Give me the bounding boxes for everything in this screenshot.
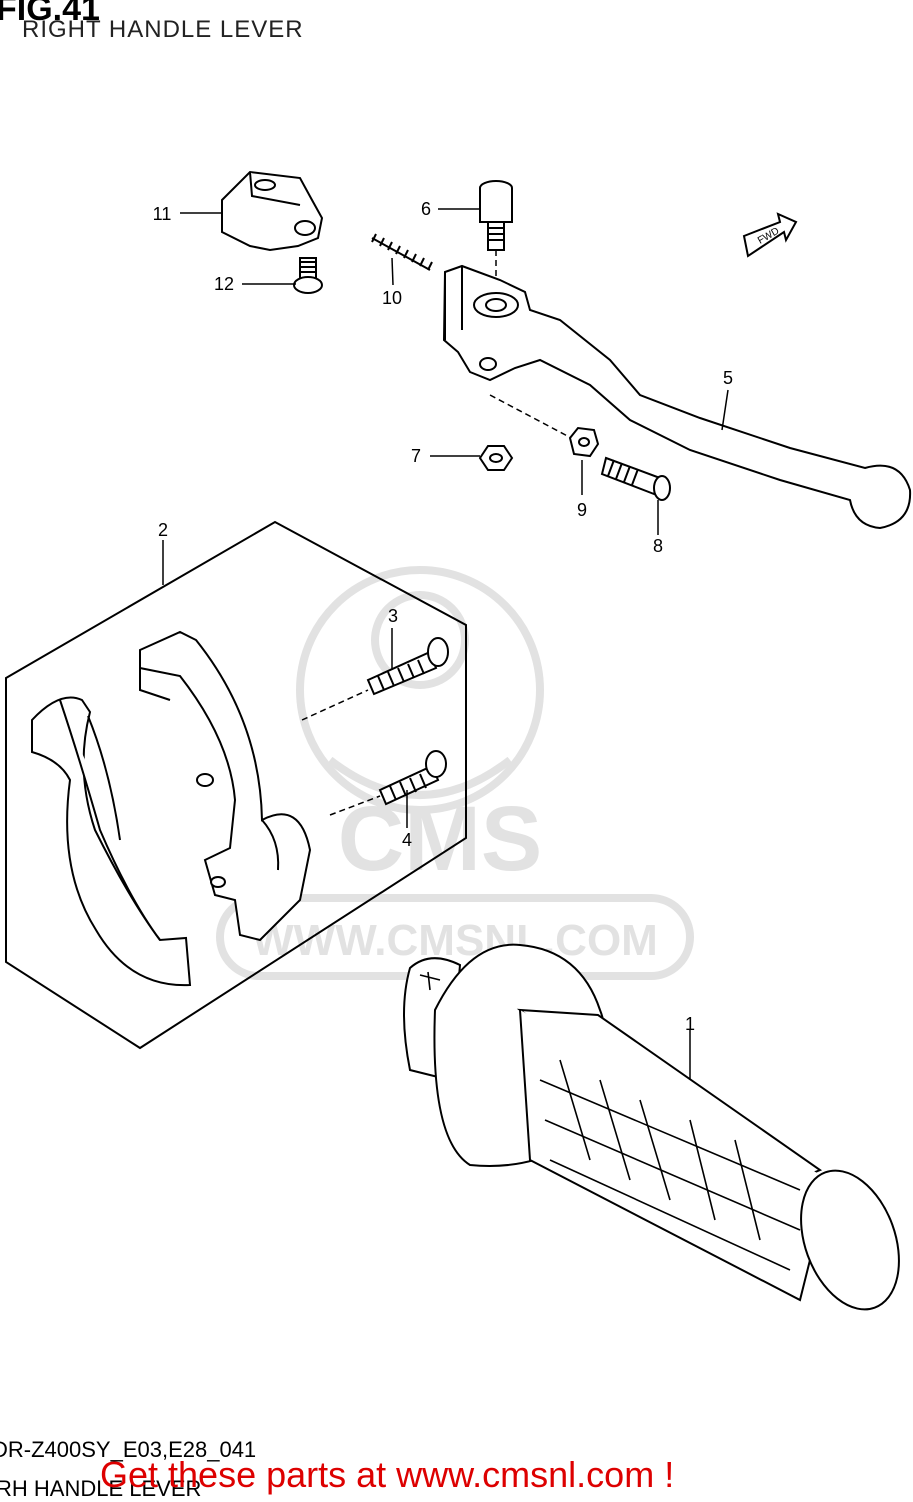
grip-pattern [539, 1059, 801, 1271]
callout-4: 4 [402, 830, 412, 850]
part-7-nut [478, 445, 514, 471]
callout-7: 7 [411, 446, 421, 466]
callout-6: 6 [421, 199, 431, 219]
part-1-grip [403, 943, 900, 1311]
fwd-arrow-icon [742, 212, 798, 258]
footer-section-name: RH HANDLE LEVER [0, 1476, 202, 1501]
callout-9: 9 [577, 500, 587, 520]
watermark-mascot-icon [296, 566, 544, 814]
part-6-bolt [479, 180, 513, 251]
part-5-lever [442, 264, 912, 530]
part-12-screw [293, 257, 323, 294]
part-10-spring [371, 233, 433, 271]
part-11-switch [221, 170, 324, 252]
callout-1: 1 [685, 1014, 695, 1034]
figure-subtitle: RIGHT HANDLE LEVER [22, 16, 304, 43]
callout-8: 8 [653, 536, 663, 556]
callout-3: 3 [388, 606, 398, 626]
watermark-url: WWW.CMSNL.COM [252, 916, 658, 965]
part-9-nut [568, 426, 600, 458]
callout-11: 11 [153, 204, 172, 224]
watermark-brand: CMS [338, 788, 542, 890]
part-4-screw [378, 750, 447, 806]
callout-2: 2 [158, 520, 168, 540]
promo-link[interactable]: Get these parts at www.cmsnl.com ! [100, 1454, 675, 1495]
callout-10: 10 [382, 288, 402, 308]
figure-title: FIG.41 [0, 0, 100, 28]
callout-5: 5 [723, 368, 733, 388]
part-2-box [5, 520, 467, 1050]
leader-lines [162, 208, 729, 1080]
part-2-bracket-left [31, 696, 192, 987]
callout-12: 12 [214, 274, 234, 294]
footer-model-code: DR-Z400SY_E03,E28_041 [0, 1437, 257, 1462]
part-8-bolt [600, 456, 671, 501]
part-2-bracket-right [139, 630, 312, 942]
part-3-screw [366, 637, 449, 696]
